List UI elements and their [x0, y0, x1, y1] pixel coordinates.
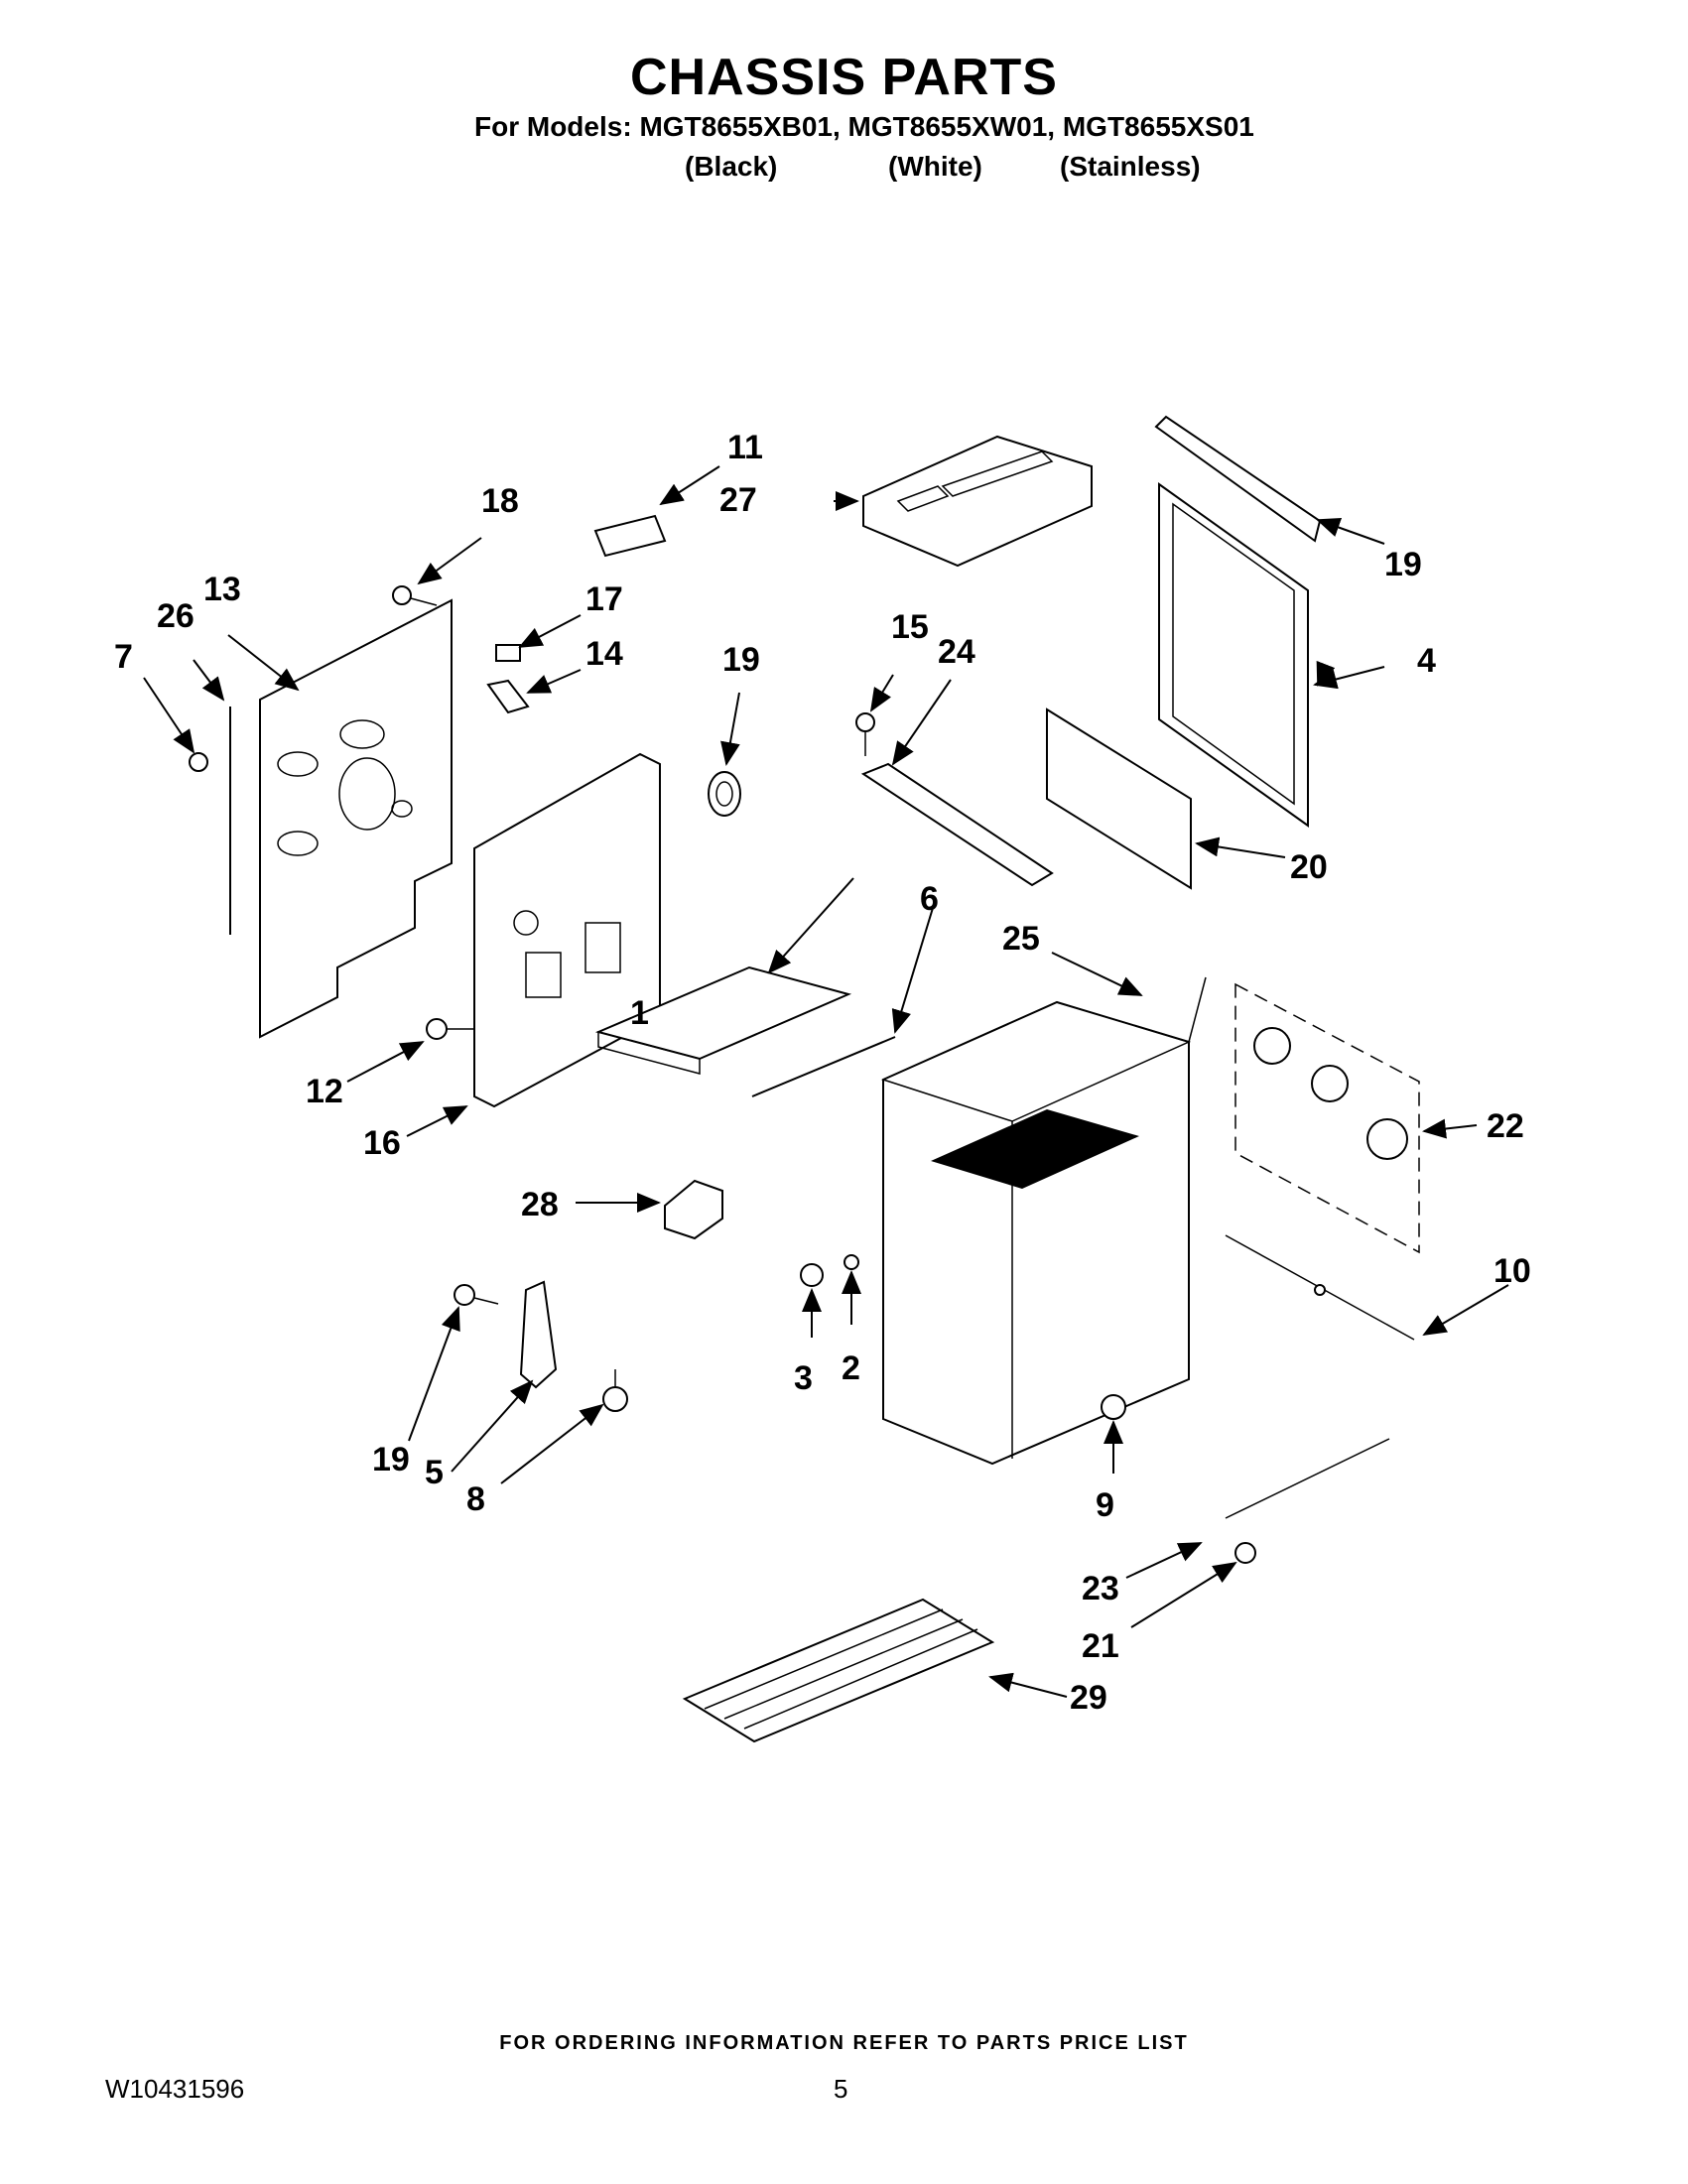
part-5-bracket	[519, 1280, 558, 1389]
part-18-screw	[392, 585, 438, 606]
part-4-door-frame	[1158, 482, 1309, 828]
callout-9: 9	[1096, 1486, 1114, 1524]
callout-13: 13	[203, 571, 241, 608]
callout-24: 24	[938, 633, 975, 671]
part-14-bracket	[486, 679, 530, 714]
document-number: W10431596	[105, 2074, 245, 2104]
part-25-oven-cavity	[880, 976, 1207, 1466]
callout-22: 22	[1487, 1107, 1524, 1145]
callout-15: 15	[891, 608, 929, 646]
leader-lines	[143, 465, 1509, 1698]
callout-6: 6	[920, 880, 939, 918]
part-6-rod	[751, 1036, 896, 1097]
callout-10: 10	[1493, 1252, 1531, 1290]
part-12-screw	[426, 1018, 474, 1040]
callout-16: 16	[363, 1124, 401, 1162]
variant-black: (Black)	[685, 151, 778, 182]
part-1-tray	[594, 965, 852, 1075]
part-side-panel	[473, 752, 661, 1108]
ordering-note: FOR ORDERING INFORMATION REFER TO PARTS …	[499, 2032, 1189, 2054]
part-19-screw	[454, 1284, 499, 1306]
callout-2: 2	[842, 1349, 860, 1387]
variant-white: (White)	[888, 151, 982, 182]
part-11-bracket	[593, 514, 667, 558]
part-13-rear-panel	[259, 598, 453, 1039]
part-2-washer	[844, 1254, 859, 1270]
callout-17: 17	[585, 580, 623, 618]
part-9-foot	[1101, 1394, 1126, 1420]
callout-20: 20	[1290, 848, 1328, 886]
callout-14: 14	[585, 635, 623, 673]
callout-11: 11	[727, 429, 763, 466]
callout-29: 29	[1070, 1679, 1107, 1717]
models-line: For Models: MGT8655XB01, MGT8655XW01, MG…	[474, 111, 1254, 142]
callout-19-top-trim: 19	[1384, 546, 1422, 583]
part-29-rack	[682, 1598, 995, 1743]
part-17-clip	[495, 644, 521, 662]
part-21-igniter	[1234, 1542, 1256, 1564]
part-7-clip	[189, 752, 208, 772]
callout-19-grommet: 19	[722, 641, 760, 679]
page-number: 5	[834, 2074, 848, 2104]
part-10-sensor	[1225, 1234, 1415, 1341]
part-23-probe	[1225, 1438, 1390, 1519]
callout-23: 23	[1082, 1570, 1119, 1607]
callout-1: 1	[630, 994, 649, 1032]
callout-7: 7	[114, 638, 133, 676]
callout-21: 21	[1082, 1627, 1119, 1665]
callout-12: 12	[306, 1073, 343, 1110]
page-title: CHASSIS PARTS	[630, 49, 1058, 106]
callout-28: 28	[521, 1186, 559, 1223]
callout-3: 3	[794, 1359, 813, 1397]
variant-stainless: (Stainless)	[1060, 151, 1201, 182]
part-22-light-kit	[1234, 982, 1420, 1254]
part-24-rail	[860, 762, 1054, 887]
callout-8: 8	[466, 1480, 485, 1518]
part-28-bracket	[664, 1179, 723, 1240]
callout-numbers: 1 2 3 4 5 6 7 8 9 10 11 12 13 14 15 16 1…	[114, 429, 1531, 1717]
part-3-screw	[800, 1263, 824, 1287]
part-27-top-panel	[862, 435, 1093, 568]
callout-27: 27	[719, 481, 757, 519]
callout-5: 5	[425, 1454, 444, 1491]
part-19-grommet	[708, 771, 741, 817]
callout-26: 26	[157, 597, 195, 635]
part-15-screw	[855, 712, 875, 756]
callout-4: 4	[1417, 642, 1436, 680]
part-8-leveling-leg	[602, 1369, 628, 1412]
callout-19-screw: 19	[372, 1441, 410, 1478]
part-20-panel	[1046, 707, 1192, 890]
callout-18: 18	[481, 482, 519, 520]
callout-25: 25	[1002, 920, 1040, 958]
